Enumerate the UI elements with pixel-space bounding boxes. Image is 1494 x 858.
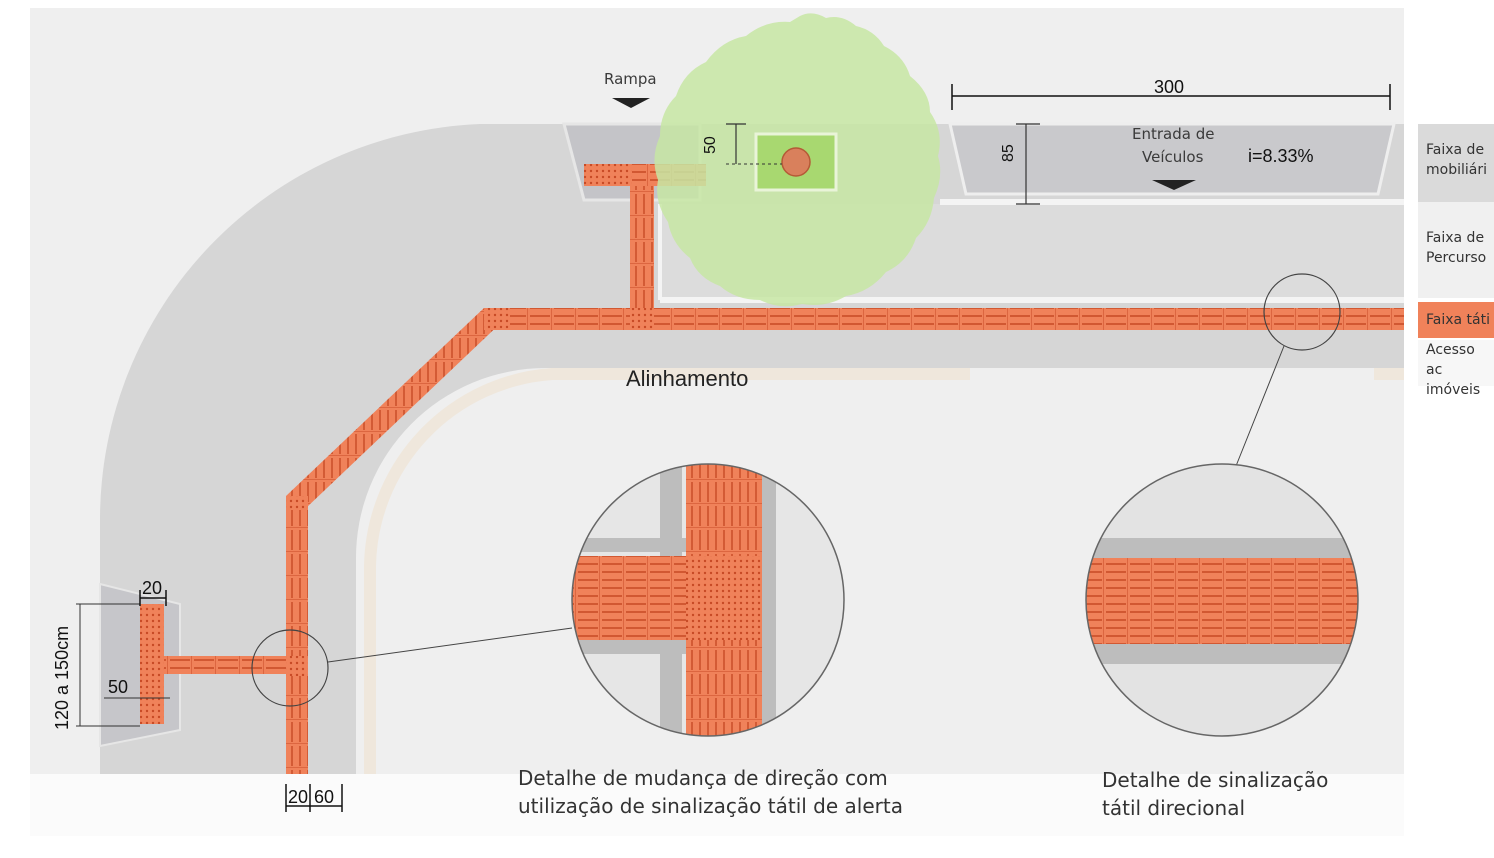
- legend-text: Faixa de: [1426, 142, 1485, 158]
- tactile-band-main: [484, 308, 1404, 330]
- tactile-alert-left: [140, 604, 164, 724]
- dim-50-top: 50: [702, 136, 719, 154]
- legend-faixa-mobiliario: Faixa de mobiliári: [1418, 140, 1494, 180]
- legend-text: mobiliári: [1426, 162, 1487, 178]
- vehicle-entrance: [948, 122, 1396, 196]
- label-entrada-1: Entrada de: [1132, 125, 1215, 143]
- label-entrada-2: Veículos: [1142, 148, 1204, 166]
- caption-line: utilização de sinalização tátil de alert…: [518, 794, 903, 818]
- entrance-arrow: [1152, 180, 1196, 190]
- rampa-arrow: [612, 98, 650, 108]
- legend-faixa-percurso: Faixa de Percurso: [1418, 228, 1494, 268]
- tree-trunk: [781, 147, 811, 177]
- tactile-branch-left: [164, 656, 286, 674]
- caption-detail-right: Detalhe de sinalização tátil direcional: [1102, 766, 1328, 822]
- legend-faixa-tatil: Faixa táti: [1418, 310, 1494, 330]
- legend-text: Acesso ac: [1426, 342, 1475, 378]
- legend-text: Percurso: [1426, 250, 1487, 266]
- label-slope: i=8.33%: [1248, 146, 1314, 166]
- caption-line: tátil direcional: [1102, 796, 1246, 820]
- tactile-branch-top: [630, 164, 654, 308]
- legend-text: Faixa de: [1426, 230, 1485, 246]
- caption-line: Detalhe de sinalização: [1102, 768, 1329, 792]
- tactile-band-vertical: [286, 496, 308, 774]
- dim-20: 20: [142, 578, 163, 598]
- dim-300: 300: [1154, 77, 1185, 97]
- dim-20-bottom: 20: [288, 787, 309, 807]
- dim-120-150: 120 a 150cm: [52, 625, 72, 730]
- label-alinhamento: Alinhamento: [626, 366, 749, 391]
- alignment-curb: [364, 368, 970, 774]
- legend-text: Faixa táti: [1426, 312, 1490, 328]
- dim-50-left: 50: [108, 677, 129, 697]
- tactile-band-diagonal: [286, 308, 506, 508]
- label-rampa: Rampa: [604, 70, 657, 88]
- caption-line: Detalhe de mudança de direção com: [518, 766, 888, 790]
- legend-text: imóveis: [1426, 382, 1481, 398]
- dim-85: 85: [1000, 144, 1017, 162]
- caption-detail-left: Detalhe de mudança de direção com utiliz…: [518, 764, 903, 820]
- dim-60-bottom: 60: [314, 787, 335, 807]
- legend-acesso: Acesso ac imóveis: [1418, 340, 1494, 400]
